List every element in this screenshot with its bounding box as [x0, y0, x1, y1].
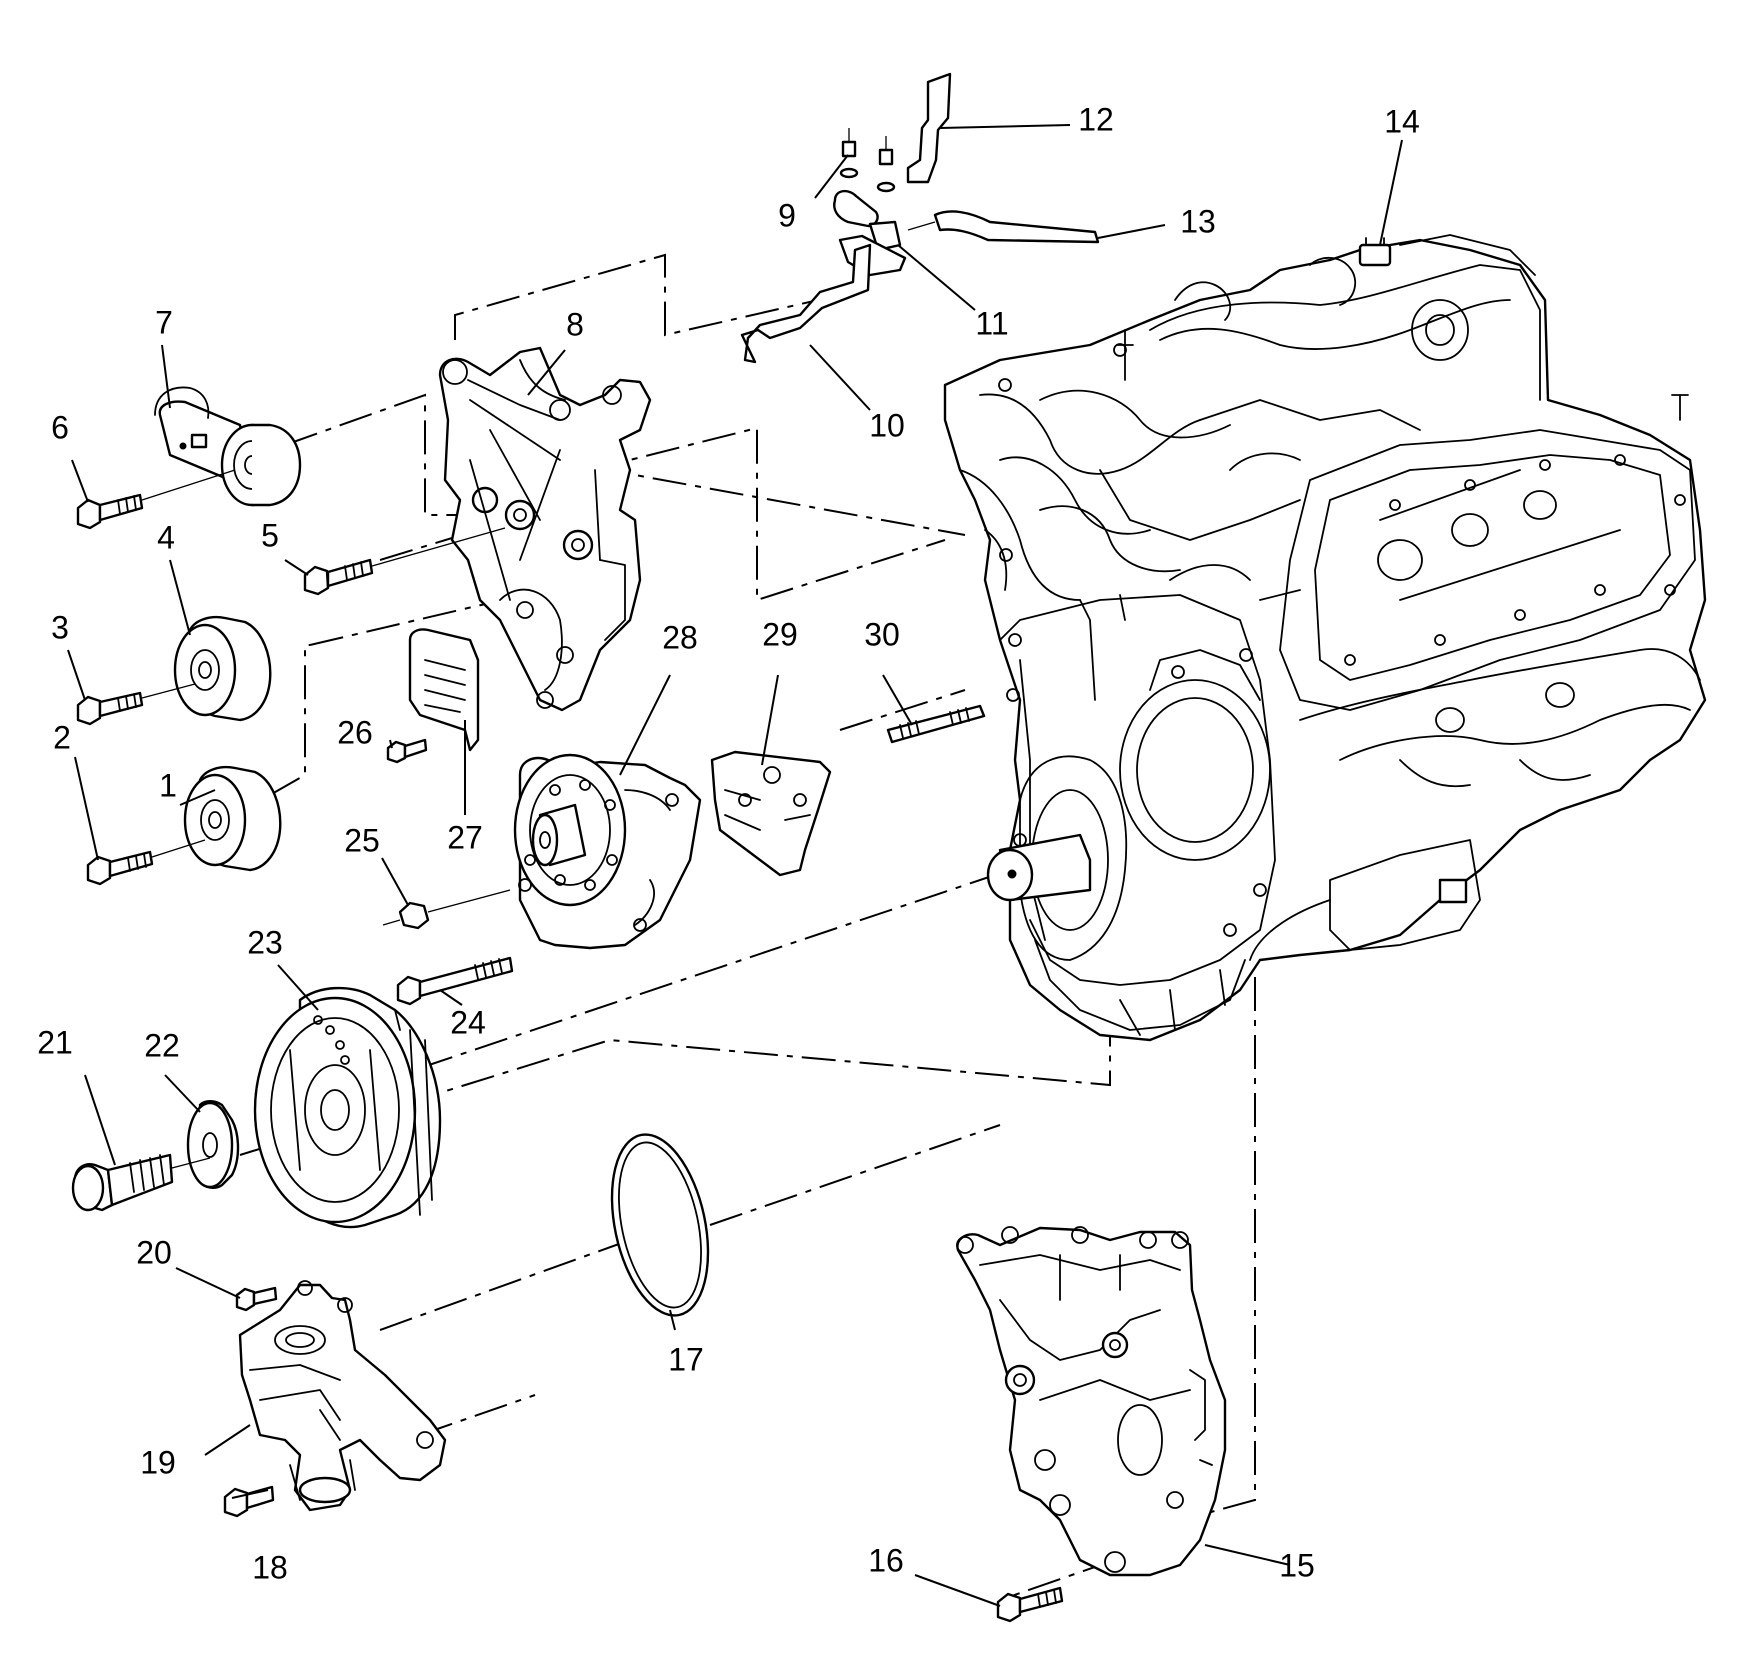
callout-7: 7 [155, 304, 173, 340]
part-28-water-pump [513, 753, 702, 950]
callout-25: 25 [344, 822, 380, 858]
part-23-balancer [253, 986, 442, 1229]
callout-3: 3 [51, 609, 69, 645]
callout-8: 8 [566, 306, 584, 342]
part-14-sensor [1358, 237, 1392, 267]
callout-28: 28 [662, 619, 698, 655]
part-16-bolt [996, 1586, 1064, 1623]
part-6-bolt [76, 469, 236, 530]
callout-12: 12 [1078, 101, 1114, 137]
callout-2: 2 [53, 719, 71, 755]
engine-block [943, 234, 1707, 1042]
callout-labels: 1 2 3 4 5 6 7 8 9 10 11 12 13 14 15 16 1… [37, 101, 1420, 1585]
callout-10: 10 [869, 407, 905, 443]
part-3-bolt [76, 683, 196, 726]
callout-15: 15 [1279, 1547, 1315, 1583]
engine-bolt-heads [998, 343, 1686, 937]
callout-17: 17 [668, 1341, 704, 1377]
part-19-housing [238, 1280, 447, 1512]
part-21-crank-bolt [71, 1153, 211, 1212]
part-12-bracket [906, 72, 952, 184]
callout-20: 20 [136, 1234, 172, 1270]
part-4-idler-pulley [173, 616, 272, 722]
callout-6: 6 [51, 409, 69, 445]
part-22-washer [186, 1100, 240, 1190]
part-29-gasket [710, 750, 832, 877]
callout-1: 1 [159, 767, 177, 803]
callout-19: 19 [140, 1444, 176, 1480]
callout-30: 30 [864, 616, 900, 652]
callout-22: 22 [144, 1027, 180, 1063]
part-27-shield [408, 628, 480, 752]
callout-21: 21 [37, 1024, 73, 1060]
part-7-tensioner [154, 386, 302, 507]
part-24-bolt [396, 956, 514, 1006]
callout-13: 13 [1180, 203, 1216, 239]
callout-24: 24 [450, 1004, 486, 1040]
part-10-bracket [740, 243, 872, 364]
callout-23: 23 [247, 924, 283, 960]
callout-29: 29 [762, 616, 798, 652]
part-5-bolt [303, 527, 506, 596]
part-26-bolt [386, 738, 428, 764]
part-1-idler-pulley [183, 766, 282, 872]
part-17-oring [610, 1133, 710, 1317]
callout-18: 18 [252, 1549, 288, 1585]
callout-5: 5 [261, 517, 279, 553]
part-13-hose [907, 210, 1100, 244]
part-20-bolt [235, 1286, 278, 1312]
callout-11: 11 [975, 305, 1008, 341]
part-15-front-bracket [956, 1226, 1227, 1577]
callout-4: 4 [157, 519, 175, 555]
leader-lines [67, 124, 1403, 1607]
part-25-nut [382, 889, 511, 930]
alignment-lines [239, 253, 1256, 1601]
part-30-stud [886, 704, 986, 744]
part-2-bolt [86, 839, 206, 886]
callout-27: 27 [447, 819, 483, 855]
callout-16: 16 [868, 1542, 904, 1578]
callout-9: 9 [778, 197, 796, 233]
part-9-nuts [839, 128, 896, 193]
callout-26: 26 [337, 714, 373, 750]
part-8-bracket [438, 346, 652, 712]
callout-14: 14 [1384, 103, 1420, 139]
